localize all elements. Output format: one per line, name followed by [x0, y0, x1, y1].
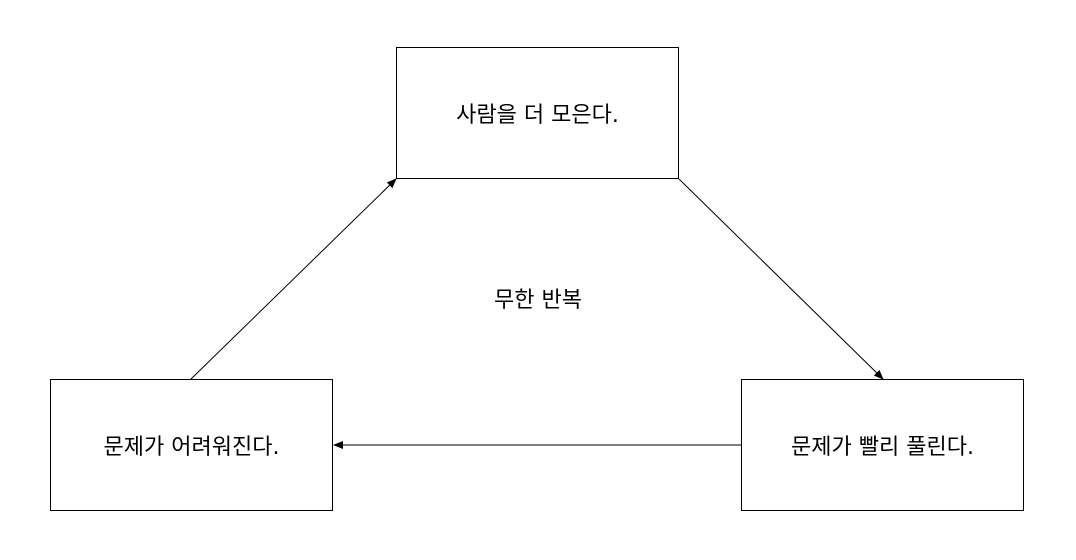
node-label: 사람을 더 모은다. [456, 103, 619, 128]
node-problem-solved-quickly: 문제가 빨리 풀린다. [741, 379, 1024, 511]
node-label: 문제가 어려워진다. [103, 435, 280, 460]
node-problem-gets-harder: 문제가 어려워진다. [50, 379, 333, 511]
cycle-label: 무한 반복 [494, 288, 582, 313]
arrow-left-to-top [190, 178, 397, 380]
node-label: 문제가 빨리 풀린다. [791, 435, 974, 460]
node-gather-more-people: 사람을 더 모은다. [396, 47, 679, 179]
arrow-top-to-right [678, 178, 884, 380]
